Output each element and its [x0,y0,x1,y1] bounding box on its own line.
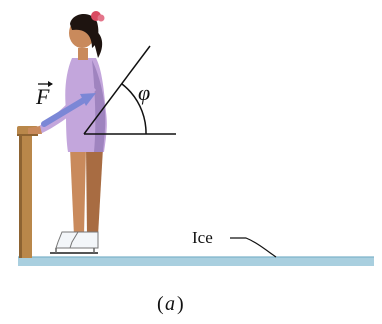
force-symbol: F [35,84,50,109]
caption-close-paren: ) [177,293,184,315]
force-vector [41,93,96,127]
rail [17,126,38,258]
ice-surface [18,256,374,266]
ice-label: Ice [192,228,213,247]
caption-letter: a [165,293,175,315]
skates [50,231,99,254]
angle-arc [121,83,147,135]
force-label: F [35,81,53,109]
angle-symbol: φ [138,80,150,105]
skater-figure [28,11,107,254]
caption: ( a ) [157,293,184,315]
force-direction-line [83,45,151,135]
caption-open-paren: ( [157,293,164,315]
angle-construction [83,45,176,135]
ice-callout: Ice [192,228,277,258]
